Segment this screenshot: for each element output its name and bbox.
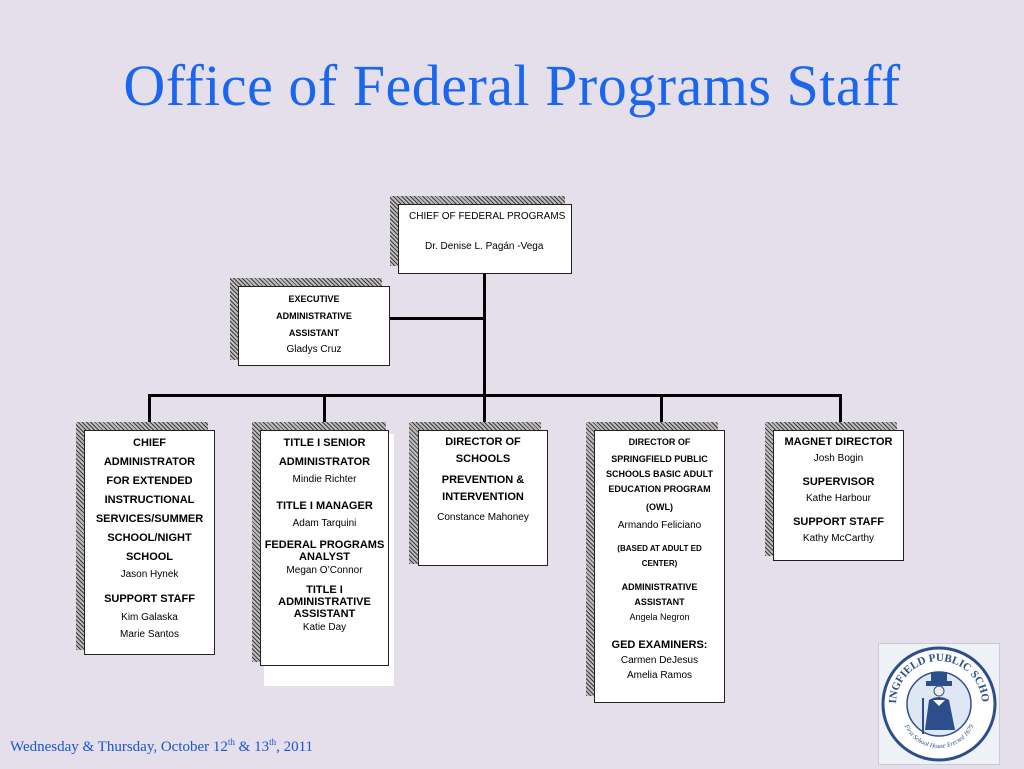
box3-role-line: INTERVENTION bbox=[442, 491, 524, 503]
footer-date-sup1: th bbox=[227, 737, 235, 747]
org-box-title-one: TITLE I SENIOR ADMINISTRATOR Mindie Rich… bbox=[260, 430, 389, 666]
footer-date-suffix: , 2011 bbox=[276, 739, 314, 755]
box1-name: Jason Hynek bbox=[120, 569, 179, 580]
exec-role-line: ASSISTANT bbox=[288, 328, 340, 338]
connector-trunk bbox=[483, 274, 486, 422]
org-box-adult-education: DIRECTOR OF SPRINGFIELD PUBLIC SCHOOLS B… bbox=[594, 430, 725, 703]
springfield-schools-logo: SPRINGFIELD PUBLIC SCHOOLS First School … bbox=[875, 635, 1000, 765]
box5-role3: SUPPORT STAFF bbox=[793, 516, 884, 528]
box1-role-line: CHIEF bbox=[133, 437, 166, 449]
box4-asst-line: ADMINISTRATIVE bbox=[621, 582, 698, 592]
box2-role2: TITLE I MANAGER bbox=[276, 500, 373, 512]
box3-name: Constance Mahoney bbox=[437, 512, 529, 523]
org-box-prevention: DIRECTOR OF SCHOOLS PREVENTION & INTERVE… bbox=[418, 430, 548, 566]
footer-date-sup2: th bbox=[269, 737, 277, 747]
connector-drop-1 bbox=[148, 394, 151, 428]
box1-role-line: SERVICES/SUMMER bbox=[95, 513, 204, 525]
box4-asst-name: Angela Negron bbox=[629, 612, 690, 622]
box4-role-line: EDUCATION PROGRAM bbox=[608, 484, 711, 494]
footer-date-mid: & 13 bbox=[234, 739, 270, 755]
org-box-chief-administrator: CHIEF ADMINISTRATOR FOR EXTENDED INSTRUC… bbox=[84, 430, 215, 655]
box4-role-line: SCHOOLS BASIC ADULT bbox=[606, 469, 713, 479]
exec-role-line: EXECUTIVE bbox=[288, 294, 340, 304]
box5-role1: MAGNET DIRECTOR bbox=[784, 436, 893, 448]
exec-name: Gladys Cruz bbox=[286, 344, 342, 355]
connector-exec bbox=[389, 317, 485, 320]
page-title: Office of Federal Programs Staff bbox=[123, 53, 901, 118]
box4-ged-role: GED EXAMINERS: bbox=[611, 639, 708, 651]
footer-date-prefix: Wednesday & Thursday, October 12 bbox=[10, 739, 228, 755]
box3-role-line: SCHOOLS bbox=[455, 453, 511, 465]
box1-role-line: ADMINISTRATOR bbox=[103, 456, 196, 468]
footer-date: Wednesday & Thursday, October 12th & 13t… bbox=[10, 737, 313, 756]
box2-name3: Megan O’Connor bbox=[286, 565, 363, 576]
box4-ged-name: Amelia Ramos bbox=[626, 670, 693, 681]
box3-role-line: DIRECTOR OF bbox=[445, 436, 521, 448]
box2-role3-line: ANALYST bbox=[299, 551, 350, 563]
box2-role1-line: TITLE I SENIOR bbox=[283, 437, 366, 449]
box2-role4-line: TITLE I bbox=[306, 584, 343, 596]
connector-drop-5 bbox=[839, 394, 842, 428]
box2-role4-line: ASSISTANT bbox=[293, 608, 356, 620]
box4-role-line: DIRECTOR OF bbox=[628, 437, 691, 447]
connector-drop-2 bbox=[323, 394, 326, 428]
box4-based-line: (BASED AT ADULT ED bbox=[617, 544, 702, 553]
box5-role2: SUPERVISOR bbox=[802, 476, 875, 488]
box1-role-line: SCHOOL bbox=[125, 551, 174, 563]
box2-role1-line: ADMINISTRATOR bbox=[278, 456, 371, 468]
connector-drop-4 bbox=[660, 394, 663, 428]
org-box-magnet: MAGNET DIRECTOR Josh Bogin SUPERVISOR Ka… bbox=[773, 430, 904, 561]
box4-name: Armando Feliciano bbox=[617, 520, 702, 531]
box4-based-line: CENTER) bbox=[641, 559, 678, 568]
box1-support-name: Marie Santos bbox=[120, 629, 179, 640]
box2-name1: Mindie Richter bbox=[292, 474, 357, 485]
chief-role: CHIEF OF FEDERAL PROGRAMS bbox=[409, 211, 566, 222]
box2-role3-line: FEDERAL PROGRAMS bbox=[264, 539, 385, 551]
school-seal-icon: SPRINGFIELD PUBLIC SCHOOLS First School … bbox=[875, 635, 997, 762]
org-box-executive-assistant: EXECUTIVE ADMINISTRATIVE ASSISTANT Glady… bbox=[238, 286, 390, 366]
box2-role4-line: ADMINISTRATIVE bbox=[278, 596, 371, 608]
box1-role-line: INSTRUCTIONAL bbox=[104, 494, 195, 506]
box5-name3: Kathy McCarthy bbox=[802, 533, 875, 544]
exec-role-line: ADMINISTRATIVE bbox=[276, 311, 352, 321]
box2-name2: Adam Tarquini bbox=[292, 518, 357, 529]
box5-name2: Kathe Harbour bbox=[805, 493, 872, 504]
box4-owl: (OWL) bbox=[646, 502, 673, 512]
box1-support-name: Kim Galaska bbox=[121, 612, 178, 623]
box2-name4: Katie Day bbox=[302, 622, 347, 633]
box4-asst-line: ASSISTANT bbox=[634, 597, 685, 607]
box4-role-line: SPRINGFIELD PUBLIC bbox=[611, 454, 708, 464]
box4-ged-name: Carmen DeJesus bbox=[620, 655, 699, 666]
box1-role-line: FOR EXTENDED bbox=[106, 475, 193, 487]
box1-support-role: SUPPORT STAFF bbox=[104, 593, 195, 605]
box1-role-line: SCHOOL/NIGHT bbox=[107, 532, 192, 544]
box3-role-line: PREVENTION & bbox=[441, 474, 525, 486]
org-box-chief: CHIEF OF FEDERAL PROGRAMS Dr. Denise L. … bbox=[398, 204, 572, 274]
box5-name1: Josh Bogin bbox=[813, 453, 864, 464]
connector-horizontal bbox=[148, 394, 841, 397]
chief-name: Dr. Denise L. Pagán -Vega bbox=[425, 241, 544, 252]
